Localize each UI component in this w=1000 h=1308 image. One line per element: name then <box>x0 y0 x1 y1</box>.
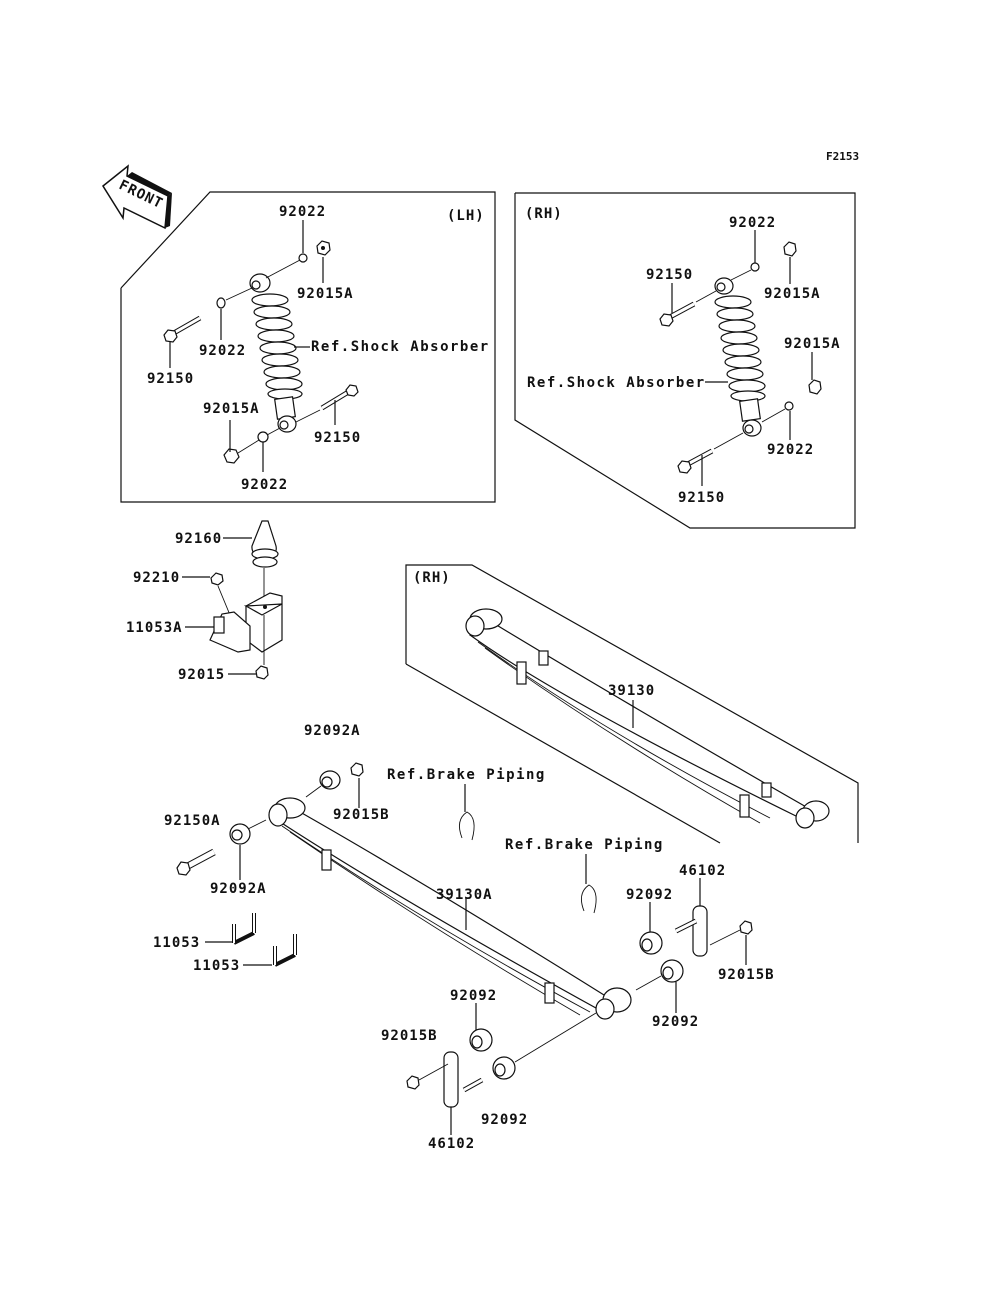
part-label: 92015A <box>764 286 821 302</box>
washer-92022-upper <box>298 253 308 263</box>
washer-92022-lower <box>257 431 269 443</box>
lh-side-label: (LH) <box>447 208 485 224</box>
part-label: 11053 <box>193 958 240 974</box>
bolt-92150-upper <box>659 290 717 327</box>
nut-92015A-upper <box>783 241 797 257</box>
part-label: 92150 <box>314 430 361 446</box>
part-label: 46102 <box>679 863 726 879</box>
shock-absorber-lh <box>249 273 303 433</box>
washer-92022-left <box>216 297 226 309</box>
part-label: 92150 <box>678 490 725 506</box>
part-label: 11053 <box>153 935 200 951</box>
ref-shock-absorber-rh[interactable]: Ref.Shock Absorber <box>527 375 706 391</box>
part-label: 92015B <box>718 967 775 983</box>
part-label: 92015A <box>203 401 260 417</box>
shock-absorber-rh-group: (RH) <box>514 192 856 529</box>
part-label: 92022 <box>729 215 776 231</box>
bolt-92150-lower <box>295 384 359 423</box>
part-label: 92092 <box>450 988 497 1004</box>
figure-code: F2153 <box>826 150 859 163</box>
leaf-spring-39130A <box>268 797 632 1020</box>
front-direction-arrow-icon: FRONT <box>102 164 172 230</box>
bump-stop-92160 <box>251 520 279 568</box>
nut-92015A-lower <box>223 448 240 464</box>
bolt-92150-lower <box>677 432 744 474</box>
part-label: 92022 <box>767 442 814 458</box>
bracket-11053A <box>209 592 283 653</box>
nut-92015B-lower <box>406 1075 420 1090</box>
leaf-spring-lh-group: 92092A 92015B 92150A 92092A 11053 11053 … <box>153 723 775 1152</box>
bushing-92092A-upper <box>319 770 341 790</box>
rh-spring-side-label: (RH) <box>413 570 451 586</box>
ref-brake-piping-2[interactable]: Ref.Brake Piping <box>505 837 664 853</box>
bushing-92092-a <box>639 931 663 955</box>
part-label: 92015B <box>381 1028 438 1044</box>
bump-stop-group: 92160 92210 11053A 92015 <box>126 520 283 683</box>
nut-92015B-right <box>739 920 753 935</box>
part-label: 92015B <box>333 807 390 823</box>
part-label: 92022 <box>279 204 326 220</box>
bushing-92092-d <box>492 1056 516 1080</box>
leaf-spring-rh-group: (RH) 39130 <box>405 564 859 844</box>
u-bolt-11053-lower <box>273 934 297 967</box>
rh-spring-frame <box>405 564 859 843</box>
nut-92210 <box>210 572 224 586</box>
part-label: 92015A <box>784 336 841 352</box>
part-label: 92022 <box>199 343 246 359</box>
part-label: 92092 <box>652 1014 699 1030</box>
part-label: 92210 <box>133 570 180 586</box>
part-label: 92160 <box>175 531 222 547</box>
brake-pipe-clip-2 <box>580 884 597 914</box>
part-label: 92092A <box>210 881 267 897</box>
part-label: 92092 <box>481 1112 528 1128</box>
brake-pipe-clip-1 <box>458 811 475 841</box>
shackle-46102-lower <box>443 1051 484 1108</box>
washer-92022-lower <box>784 401 794 411</box>
part-label: 46102 <box>428 1136 475 1152</box>
part-label: 92015A <box>297 286 354 302</box>
leaf-spring-39130 <box>465 608 830 829</box>
part-label: 92092A <box>304 723 361 739</box>
coil-spring-lh <box>251 293 303 400</box>
bushing-92092-b <box>660 959 684 983</box>
part-label: 92150 <box>646 267 693 283</box>
nut-92015 <box>255 665 269 680</box>
rh-side-label: (RH) <box>525 206 563 222</box>
shock-absorber-lh-group: (LH) <box>120 191 496 503</box>
nut-92015B-upper <box>350 762 364 777</box>
part-label: 92015 <box>178 667 225 683</box>
bushing-92092A-lower <box>229 823 251 845</box>
ref-brake-piping-1[interactable]: Ref.Brake Piping <box>387 767 546 783</box>
part-label: 92022 <box>241 477 288 493</box>
bolt-92150-left <box>163 315 202 343</box>
part-label: 92092 <box>626 887 673 903</box>
part-label: 92150 <box>147 371 194 387</box>
rh-shock-frame <box>514 192 856 529</box>
bushing-92092-c <box>469 1028 493 1052</box>
washer-92022-upper <box>750 262 760 272</box>
part-label: 39130A <box>436 887 493 903</box>
shock-absorber-rh <box>714 277 766 437</box>
part-label: 92150A <box>164 813 221 829</box>
bolt-92150A <box>176 848 216 876</box>
ref-shock-absorber-lh[interactable]: Ref.Shock Absorber <box>311 339 490 355</box>
u-bolt-11053-upper <box>232 913 256 945</box>
part-label: 11053A <box>126 620 183 636</box>
lh-shock-frame <box>120 191 496 503</box>
shackle-46102-upper <box>674 905 708 957</box>
nut-92015A-lower <box>808 379 822 395</box>
part-label: 39130 <box>608 683 655 699</box>
